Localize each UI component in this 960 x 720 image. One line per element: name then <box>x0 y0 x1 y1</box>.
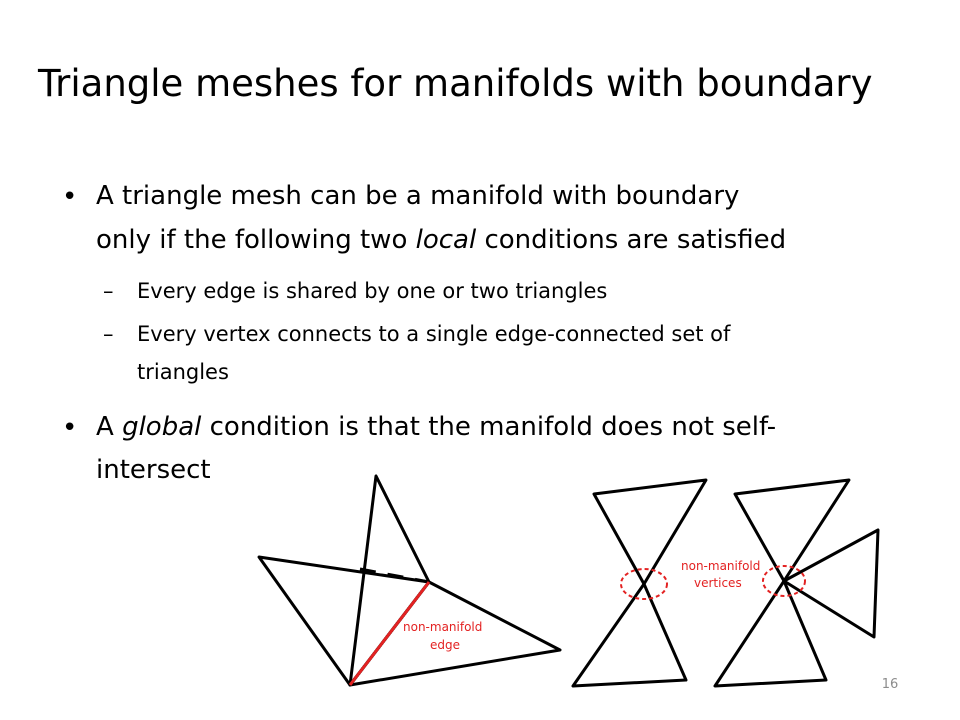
vertex-label-line-2: vertices <box>694 576 742 590</box>
fan-bottom-triangle <box>713 579 828 688</box>
non-manifold-edge-diagram <box>257 474 562 687</box>
slide-title: Triangle meshes for manifolds with bound… <box>38 62 873 105</box>
sub-bullet-2-line-1: Every vertex connects to a single edge-c… <box>137 322 731 346</box>
bullet-1-line-2: only if the following two local conditio… <box>96 225 786 256</box>
bullet-1-text-b: conditions are satisfied <box>476 225 787 255</box>
bullet-1-italic-local: local <box>415 225 477 255</box>
bowtie-bottom-triangle <box>571 582 688 688</box>
bullet-2-text-a: A <box>96 412 123 442</box>
vertex-highlight-circle <box>762 565 806 597</box>
bullet-2-text-b: condition is that the manifold does not … <box>201 412 777 442</box>
bullet-2-italic-global: global <box>122 412 202 442</box>
sub-bullet-2-line-2: triangles <box>137 360 229 384</box>
bullet-2-line-1: A global condition is that the manifold … <box>96 412 776 443</box>
bullet-marker: • <box>62 413 78 443</box>
non-manifold-edge-line <box>348 581 431 686</box>
bullet-2-line-2: intersect <box>96 455 211 485</box>
bullet-1-line-1: A triangle mesh can be a manifold with b… <box>96 181 740 211</box>
fan-top-triangle <box>733 478 851 583</box>
sub-bullet-marker: – <box>103 279 114 303</box>
edge-label-line-2: edge <box>430 638 460 652</box>
bowtie-top-triangle <box>592 478 708 586</box>
sub-bullet-marker: – <box>103 322 114 346</box>
fan-diagram <box>713 478 880 688</box>
vertex-label-line-1: non-manifold <box>681 559 760 573</box>
bullet-marker: • <box>62 182 78 212</box>
sub-bullet-1: Every edge is shared by one or two trian… <box>137 279 608 303</box>
hidden-edge <box>359 567 430 584</box>
vertex-highlight-circle <box>620 568 668 600</box>
bowtie-diagram <box>571 478 708 688</box>
page-number: 16 <box>881 677 899 692</box>
bullet-1-text-a: only if the following two <box>96 225 416 255</box>
fan-right-triangle <box>782 528 880 639</box>
edge-label-line-1: non-manifold <box>403 620 482 634</box>
